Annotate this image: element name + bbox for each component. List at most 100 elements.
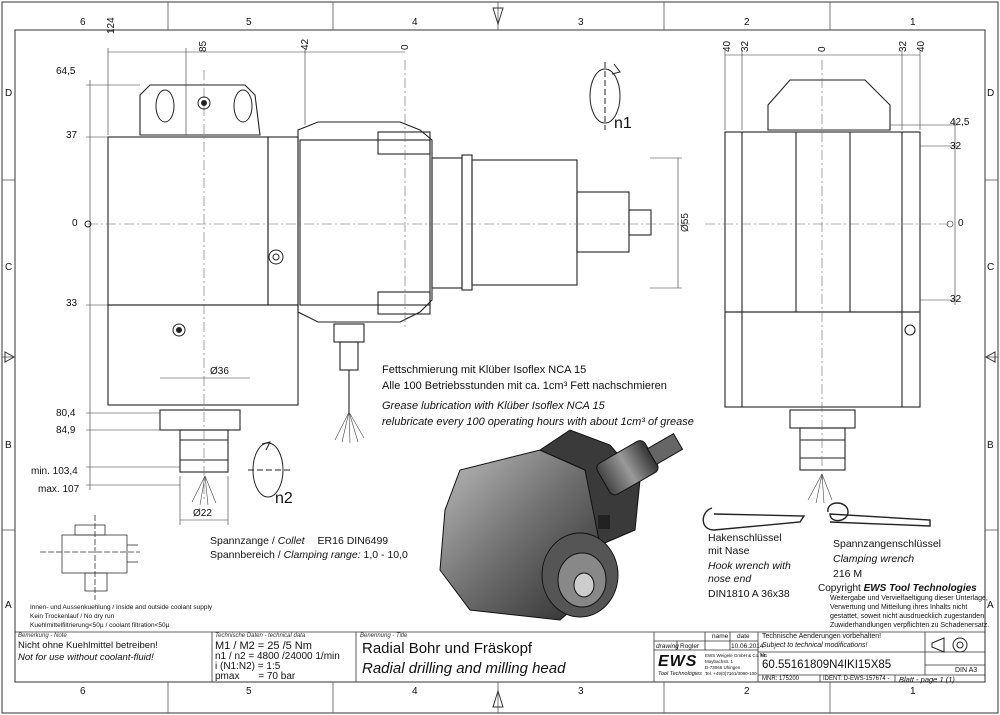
tech-row-pressure: pmax = 70 bar — [215, 671, 296, 682]
title-en: Radial drilling and milling head — [362, 660, 566, 677]
3d-render — [439, 429, 684, 621]
col-label-6-bottom: 6 — [80, 686, 86, 697]
dim-min-103-4: min. 103,4 — [31, 466, 78, 477]
col-label-4-bottom: 4 — [412, 686, 418, 697]
lube-de-2: Alle 100 Betriebsstunden mit ca. 1cm³ Fe… — [382, 380, 667, 392]
row-label-b: B — [5, 440, 12, 451]
clamping-wrench-de: Spannzangenschlüssel — [833, 538, 941, 550]
dim-64-5: 64,5 — [56, 66, 76, 77]
dim-max-107: max. 107 — [38, 484, 80, 495]
copyright-title: Copyright EWS Tool Technologies — [818, 583, 977, 594]
dim-37: 37 — [66, 130, 78, 141]
ews-address-1: EWS Weigele GmbH & Co. KG — [705, 653, 768, 658]
dim-0-top-left: 0 — [400, 44, 411, 50]
col-label-2: 2 — [744, 17, 750, 28]
rotation-n1: n1 — [614, 115, 632, 132]
change-note-de: Technische Aenderungen vorbehalten! — [762, 633, 882, 640]
col-label-1-bottom: 1 — [910, 686, 916, 697]
hook-wrench-de-2: mit Nase — [708, 545, 750, 557]
front-view-right — [724, 79, 921, 471]
clamping-wrench-spec: 216 M — [833, 568, 863, 580]
hook-wrench-en-1: Hook wrench with — [708, 560, 791, 572]
rotation-n2: n2 — [275, 490, 293, 507]
dim-r-32-lower: 32 — [950, 294, 962, 305]
remark-en: Not for use without coolant-fluid! — [18, 652, 154, 663]
lube-en-1: Grease lubrication with Klüber Isoflex N… — [382, 400, 605, 412]
col-label-2-bottom: 2 — [744, 686, 750, 697]
mnr: MNR: 175200 — [762, 676, 800, 682]
dim-r-32-upper: 32 — [950, 141, 962, 152]
hook-wrench-shape — [702, 507, 806, 531]
col-label-1: 1 — [910, 17, 916, 28]
dim-33: 33 — [66, 298, 78, 309]
dim-85: 85 — [198, 40, 209, 52]
part-number: 60.55161809N4IKI15X85 — [762, 659, 892, 671]
remark-label: Bemerkung - Note — [18, 633, 67, 639]
ews-address-3: D-73066 Uhingen — [705, 665, 741, 670]
coolant-note-2: Kein Trockenlauf / No dry run — [30, 613, 115, 620]
dim-d22: Ø22 — [193, 508, 212, 519]
collet-line-2: Spannbereich / Clamping range: 1,0 - 10,… — [210, 549, 408, 561]
tech-row-ratio: i (N1:N2) = 1:5 — [215, 661, 281, 672]
tech-label: Technische Daten - technical data — [215, 633, 306, 639]
copyright-line-4: Zuwiderhandlungen verpflichten zu Schade… — [830, 622, 990, 629]
col-label-3-bottom: 3 — [578, 686, 584, 697]
tech-row-torque: M1 / M2 = 25 /5 Nm — [215, 640, 312, 652]
projection-symbol — [931, 637, 968, 653]
col-date-header: date — [737, 633, 750, 640]
col-label-3: 3 — [578, 17, 584, 28]
ews-address-4: Tel. +49(0)7161/3090-100 — [705, 671, 757, 676]
dim-r-32-left: 32 — [740, 40, 751, 52]
ews-address-2: Maybachstr. 1 — [705, 659, 734, 664]
dim-42: 42 — [300, 38, 311, 50]
sheet-info: Blatt - page 1 (1) — [899, 675, 955, 684]
row-label-d-right: D — [987, 88, 995, 99]
nr-label: Nr. — [760, 653, 768, 659]
coolant-schematic — [40, 515, 140, 600]
remark-de: Nicht ohne Kuehlmittel betreiben! — [18, 640, 158, 651]
drawer-name: Rogler — [680, 643, 700, 650]
ident: IDENT: D-EWS-157674 - — [823, 676, 890, 682]
copyright-line-1: Weitergabe und Vervielfaeltigung dieser … — [830, 595, 988, 602]
lube-en-2: relubricate every 100 operating hours wi… — [382, 416, 694, 428]
row-label-c: C — [5, 262, 13, 273]
drawing-date: 10.06.2014 — [731, 643, 764, 650]
dim-124: 124 — [106, 17, 117, 34]
tech-row-speed: n1 / n2 = 4800 /24000 1/min — [215, 651, 340, 662]
dim-80-4: 80,4 — [56, 408, 76, 419]
hook-wrench-spec: DIN1810 A 36x38 — [708, 588, 790, 600]
title-de: Radial Bohr und Fräskopf — [362, 640, 533, 657]
row-label-a-right: A — [987, 600, 994, 611]
dim-r-42-5: 42,5 — [950, 117, 970, 128]
change-note-en: Subject to technical modifications! — [762, 642, 868, 649]
col-label-5-bottom: 5 — [246, 686, 252, 697]
dim-r-40-left: 40 — [722, 40, 733, 52]
dim-0-left: 0 — [72, 218, 78, 229]
row-label-d: D — [5, 88, 13, 99]
dim-d55: Ø55 — [680, 213, 691, 232]
row-label-a: A — [5, 600, 12, 611]
row-label-c-right: C — [987, 262, 995, 273]
coolant-note-3: Kuehlmittelfiltrierung<50µ / coolant fil… — [30, 622, 170, 629]
clamping-wrench-en: Clamping wrench — [833, 553, 915, 565]
dim-r-40-right: 40 — [916, 40, 927, 52]
lube-de-1: Fettschmierung mit Klüber Isoflex NCA 15 — [382, 364, 587, 376]
ews-logo-sub: Tool Technologies — [658, 671, 702, 677]
col-label-4: 4 — [412, 17, 418, 28]
copyright-line-2: Verwertung und Mitteilung ihres Inhalts … — [830, 604, 968, 611]
dim-84-9: 84,9 — [56, 425, 76, 436]
dim-r-32-right: 32 — [898, 40, 909, 52]
din-format: DIN A3 — [955, 667, 978, 674]
dim-r-0: 0 — [958, 218, 964, 229]
coolant-note-1: Innen- und Aussenkuehlung / Inside and o… — [30, 604, 213, 611]
collet-line-1: Spannzange / Collet ER16 DIN6499 — [210, 535, 389, 547]
dim-d36: Ø36 — [210, 366, 229, 377]
col-label-5: 5 — [246, 17, 252, 28]
ews-logo: EWS — [658, 653, 698, 670]
clamping-wrench-shape — [827, 502, 931, 527]
hook-wrench-en-2: nose end — [708, 573, 752, 585]
hook-wrench-de-1: Hakenschlüssel — [708, 532, 782, 544]
name-label: Benennung - Title — [360, 633, 408, 639]
side-view-left — [107, 84, 652, 473]
